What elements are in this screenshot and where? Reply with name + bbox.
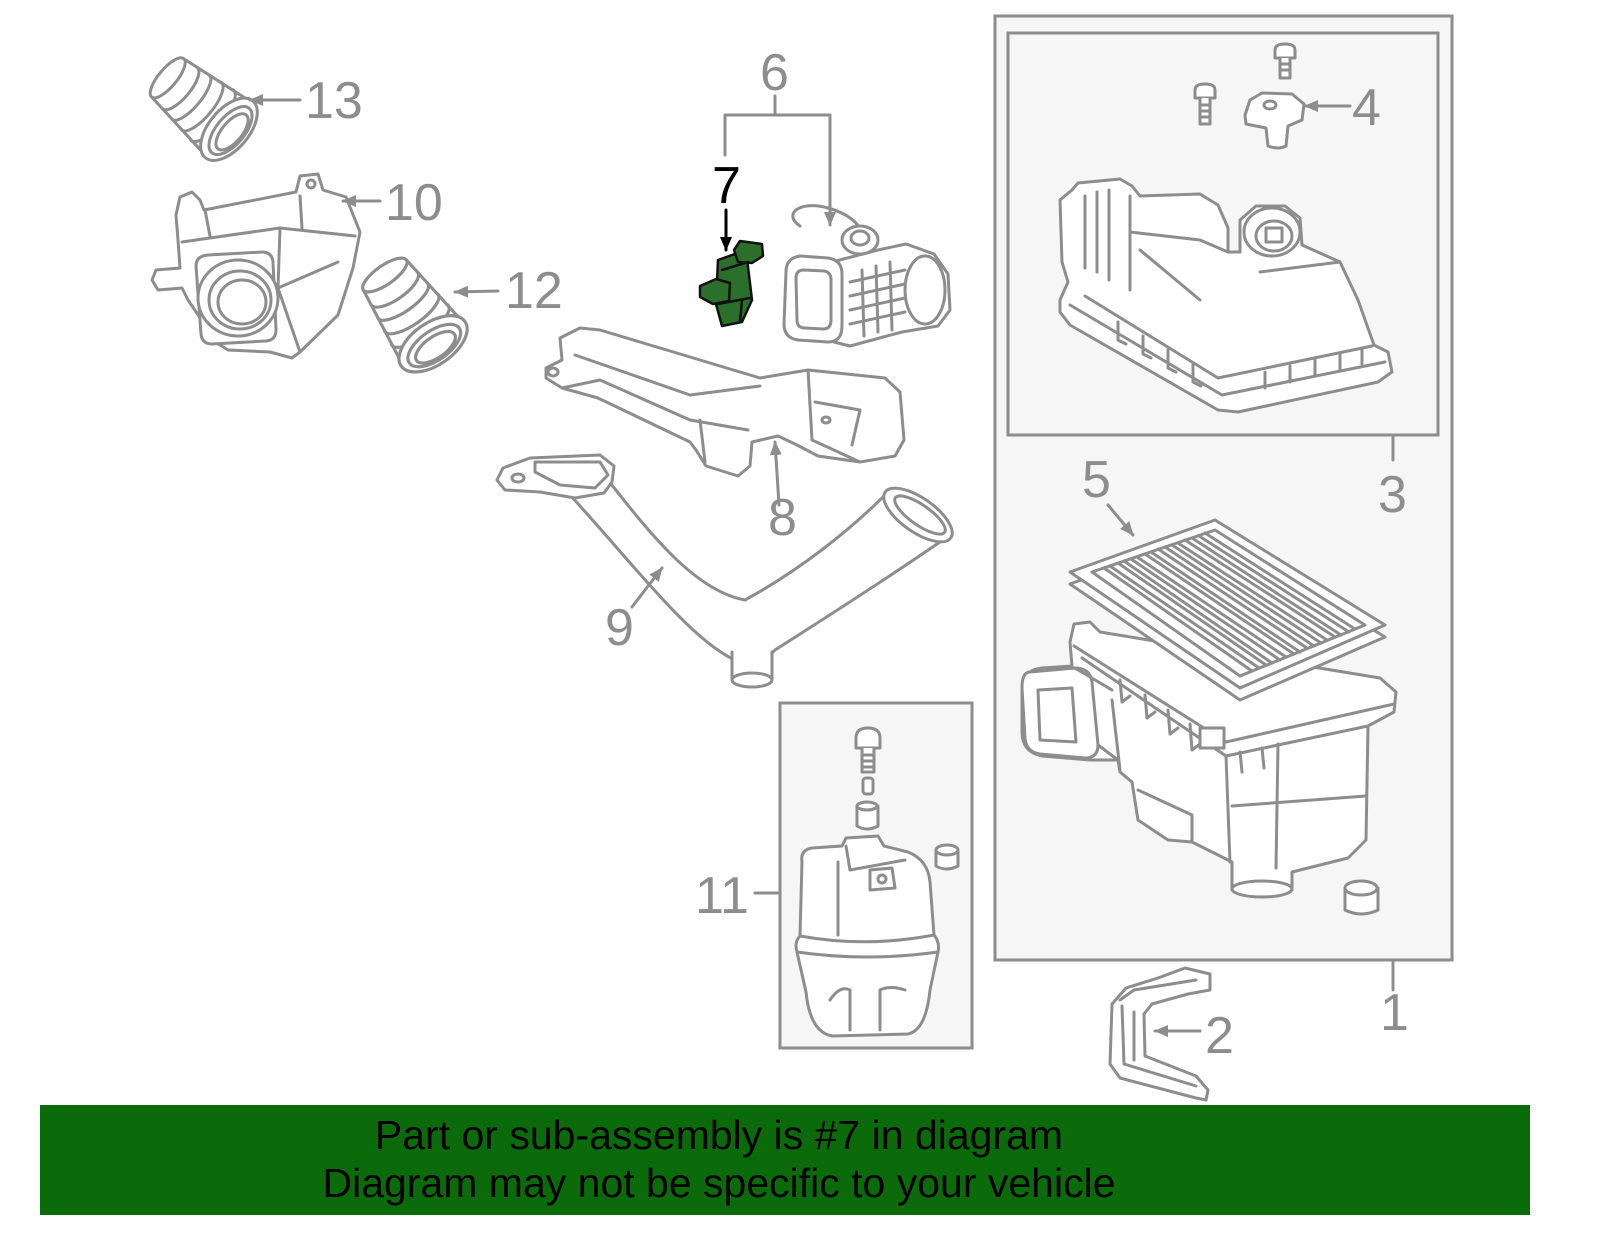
callout-10-label: 10 xyxy=(385,174,443,232)
part-4-sensor xyxy=(1193,42,1306,150)
part-2-bracket xyxy=(1108,966,1212,1102)
part-13-air-hose xyxy=(148,56,259,162)
callout-11-label: 11 xyxy=(695,867,749,925)
part-11-resonator xyxy=(794,726,960,1038)
callout-13-label: 13 xyxy=(305,72,363,130)
part-12-air-hose xyxy=(361,256,469,374)
callout-5-label: 5 xyxy=(1082,451,1111,509)
notice-banner: Part or sub-assembly is #7 in diagram Di… xyxy=(40,1105,1530,1215)
part-6-flow-body xyxy=(782,204,952,348)
callout-5-arrow xyxy=(1106,503,1135,537)
part-9-inlet-pipe xyxy=(495,453,954,689)
callout-2-label: 2 xyxy=(1205,1007,1234,1065)
callout-7-label: 7 xyxy=(712,157,741,215)
callout-3-label: 3 xyxy=(1378,466,1407,524)
callout-8-label: 8 xyxy=(768,489,797,547)
notice-banner-text: Part or sub-assembly is #7 in diagram Di… xyxy=(40,1105,1398,1207)
part-10-housing xyxy=(150,172,362,360)
part-3-air-cleaner-cap xyxy=(1058,177,1394,414)
callout-4-label: 4 xyxy=(1352,79,1381,137)
part-5-filter-element xyxy=(1068,518,1387,702)
callout-9-arrow xyxy=(630,566,664,609)
notice-line-disclaimer: Diagram may not be specific to your vehi… xyxy=(322,1160,1116,1206)
part-8-duct xyxy=(544,326,906,478)
callout-8-arrow xyxy=(769,440,782,507)
notice-line-part: Part or sub-assembly is #7 in diagram xyxy=(374,1112,1064,1158)
callout-12-label: 12 xyxy=(505,262,563,320)
callout-6-bracket xyxy=(723,94,832,157)
part-1-air-cleaner-case xyxy=(1020,620,1398,916)
callout-1-label: 1 xyxy=(1380,984,1409,1042)
callout-9-label: 9 xyxy=(605,599,634,657)
part-7-sensor-highlighted xyxy=(698,239,765,328)
callout-6-label: 6 xyxy=(760,44,789,102)
callout-12-arrow xyxy=(453,285,500,298)
